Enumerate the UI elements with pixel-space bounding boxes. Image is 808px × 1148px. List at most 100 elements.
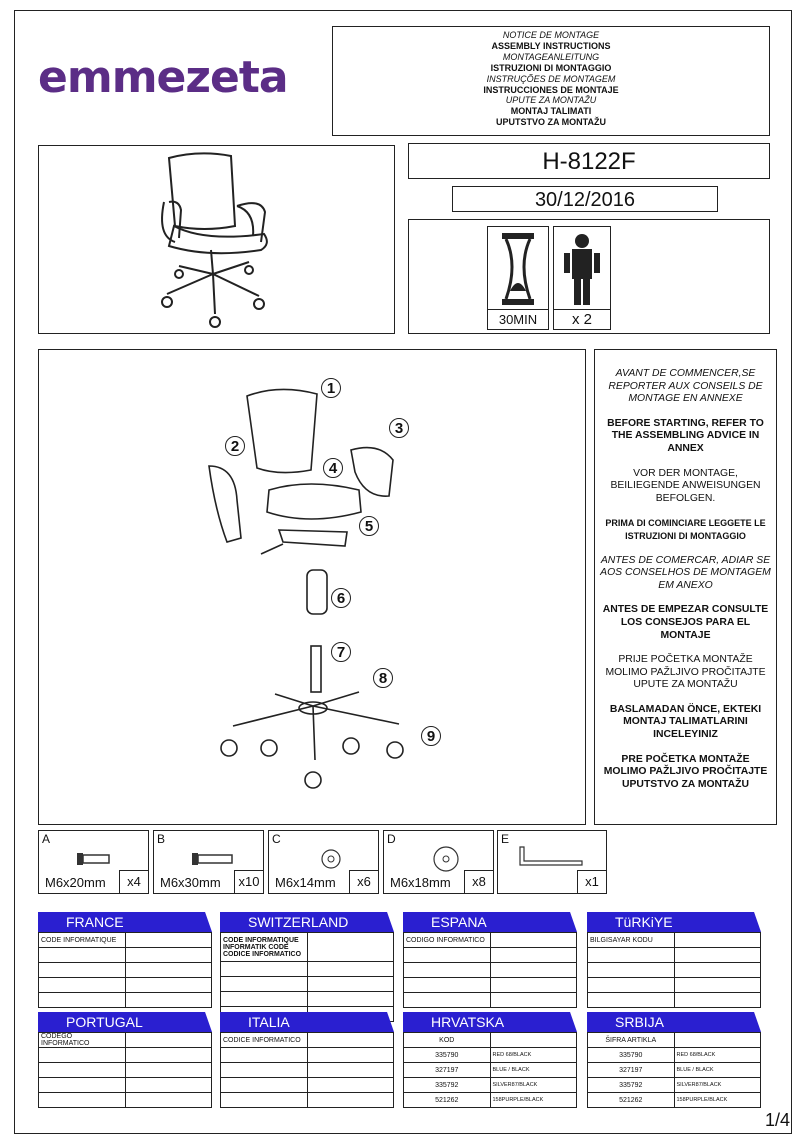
hardware-quantity: x10	[234, 870, 263, 893]
table-cell	[403, 977, 491, 993]
page-number: 1/4	[764, 1110, 790, 1130]
table-cell	[38, 947, 126, 963]
table-cell	[673, 947, 761, 963]
table-cell	[673, 1032, 761, 1048]
table-cell	[306, 976, 394, 992]
table-cell	[124, 1047, 212, 1063]
country-name: FRANCE	[38, 912, 212, 932]
code-label: ŠIFRA ARTIKLA	[587, 1032, 675, 1048]
table-cell	[403, 992, 491, 1008]
table-cell	[587, 947, 675, 963]
table-cell	[220, 1092, 308, 1108]
product-color: RED 68/BLACK	[489, 1047, 577, 1063]
hardware-letter: E	[501, 832, 510, 846]
advice-paragraph: PRIJE POČETKA MONTAŽE MOLIMO PAŽLJIVO PR…	[605, 654, 766, 691]
exploded-chair-diagram	[208, 388, 404, 789]
table-cell	[38, 962, 126, 978]
page-frame	[14, 10, 792, 1134]
table-cell	[489, 962, 577, 978]
chair-overview-box	[38, 145, 395, 334]
part-number-2: 2	[225, 436, 245, 456]
product-color: SILVER87/BLACK	[673, 1077, 761, 1093]
table-cell	[306, 1092, 394, 1108]
product-code: 521262	[587, 1092, 675, 1108]
hardware-item-b: B M6x30mm x10	[153, 830, 264, 894]
table-cell	[124, 1062, 212, 1078]
hardware-letter: D	[387, 832, 396, 846]
part-number-6: 6	[331, 588, 351, 608]
model-number: H-8122F	[408, 143, 770, 179]
hardware-size: M6x30mm	[160, 875, 221, 890]
chair-illustration	[161, 152, 268, 328]
country-name: PORTUGAL	[38, 1012, 212, 1032]
part-number-3: 3	[389, 418, 409, 438]
bolt-icon	[192, 853, 233, 865]
table-cell	[220, 1077, 308, 1093]
product-color: BLUE / BLACK	[673, 1062, 761, 1078]
notice-line: INSTRUÇÕES DE MONTAGEM	[486, 73, 616, 84]
table-cell	[306, 961, 394, 977]
hourglass-panel: 30MIN	[487, 226, 549, 330]
table-cell	[124, 962, 212, 978]
country-name: HRVATSKA	[403, 1012, 577, 1032]
table-cell	[587, 962, 675, 978]
part-number-8: 8	[373, 668, 393, 688]
notice-line: ASSEMBLY INSTRUCTIONS	[491, 40, 611, 51]
country-name: SWITZERLAND	[220, 912, 394, 932]
part-number-7: 7	[331, 642, 351, 662]
code-label: KOD	[403, 1032, 491, 1048]
code-label: CODE INFORMATIQUE INFORMATIK CODE CODICE…	[220, 932, 308, 962]
people-label: x 2	[554, 309, 610, 329]
country-name: SRBIJA	[587, 1012, 761, 1032]
product-code: 327197	[587, 1062, 675, 1078]
table-cell	[38, 977, 126, 993]
product-code: 335790	[587, 1047, 675, 1063]
notice-line: INSTRUCCIONES DE MONTAJE	[483, 84, 619, 95]
hardware-letter: B	[157, 832, 166, 846]
country-name: ESPANA	[403, 912, 577, 932]
table-cell	[587, 992, 675, 1008]
table-cell	[489, 977, 577, 993]
washer-icon	[433, 846, 459, 872]
washer-icon	[321, 849, 341, 869]
table-cell	[220, 1047, 308, 1063]
table-cell	[306, 1032, 394, 1048]
table-cell	[38, 1047, 126, 1063]
country-name: TüRKiYE	[587, 912, 761, 932]
table-cell	[673, 992, 761, 1008]
table-cell	[220, 961, 308, 977]
table-cell	[124, 1077, 212, 1093]
notice-line: NOTICE DE MONTAGE	[502, 30, 600, 40]
table-cell	[38, 1092, 126, 1108]
notice-line: UPUTSTVO ZA MONTAŽU	[496, 117, 606, 128]
advice-paragraph: AVANT DE COMMENCER,SE REPORTER AUX CONSE…	[608, 368, 763, 405]
table-cell	[673, 977, 761, 993]
advice-paragraph: ANTES DE COMERCAR, ADIAR SE AOS CONSELHO…	[600, 554, 771, 591]
code-label: CODIGO INFORMATICO	[403, 932, 491, 948]
advice-paragraph: ANTES DE EMPEZAR CONSULTE LOS CONSEJOS P…	[602, 604, 769, 641]
table-cell	[38, 1062, 126, 1078]
table-cell	[124, 992, 212, 1008]
table-cell	[124, 977, 212, 993]
notice-line: MONTAJ TALIMATI	[510, 106, 592, 117]
notice-line: ISTRUZIONI DI MONTAGGIO	[490, 62, 612, 73]
time-label: 30MIN	[488, 309, 548, 329]
product-code: 335792	[403, 1077, 491, 1093]
table-cell	[489, 947, 577, 963]
table-cell	[489, 1032, 577, 1048]
product-color: RED 68/BLACK	[673, 1047, 761, 1063]
code-label: CODEGO INFORMATICO	[38, 1032, 126, 1048]
table-cell	[220, 1062, 308, 1078]
advice-paragraph: PRIMA DI COMINCIARE LEGGETE LE ISTRUZION…	[605, 518, 766, 541]
